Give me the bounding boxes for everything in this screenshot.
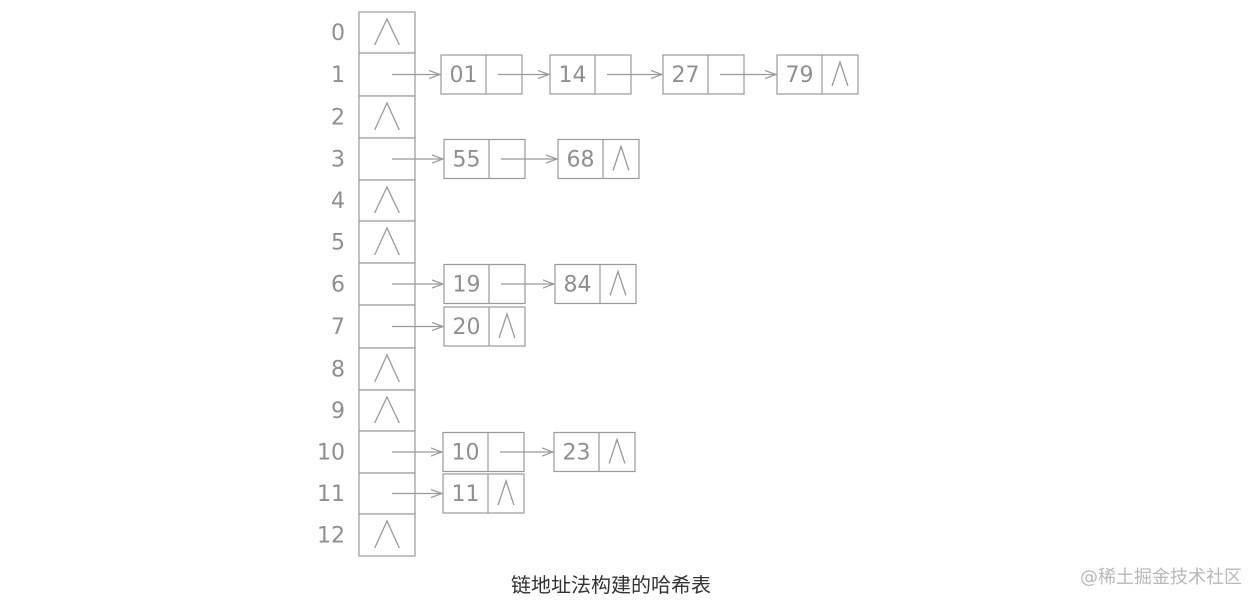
null-pointer-icon bbox=[374, 17, 400, 46]
node-value: 84 bbox=[564, 273, 592, 298]
bucket-index-label: 4 bbox=[331, 189, 345, 214]
null-pointer-icon bbox=[498, 311, 516, 339]
node-value: 01 bbox=[450, 63, 478, 88]
null-pointer-icon bbox=[612, 144, 630, 171]
node-value: 11 bbox=[452, 482, 480, 507]
null-pointer-icon bbox=[608, 437, 626, 464]
bucket-index-label: 2 bbox=[331, 106, 345, 131]
bucket-index-label: 11 bbox=[317, 482, 345, 507]
node-value: 68 bbox=[567, 148, 595, 173]
null-pointer-icon bbox=[831, 59, 849, 87]
node-value: 79 bbox=[786, 63, 814, 88]
node-value: 55 bbox=[453, 148, 481, 173]
node-value: 19 bbox=[453, 273, 481, 298]
bucket-index-label: 0 bbox=[331, 21, 345, 46]
null-pointer-icon bbox=[374, 395, 400, 424]
null-pointer-icon bbox=[374, 226, 400, 256]
node-value: 23 bbox=[563, 441, 591, 466]
bucket-index-label: 8 bbox=[331, 358, 345, 383]
null-pointer-icon bbox=[609, 269, 627, 296]
null-pointer-icon bbox=[374, 353, 400, 383]
null-pointer-icon bbox=[374, 519, 400, 549]
null-pointer-icon bbox=[374, 101, 400, 131]
bucket-index-label: 5 bbox=[331, 231, 345, 256]
bucket-index-label: 6 bbox=[331, 273, 345, 298]
bucket-index-label: 10 bbox=[317, 441, 345, 466]
bucket-index-label: 9 bbox=[331, 399, 345, 424]
null-pointer-icon bbox=[497, 478, 515, 506]
diagram-caption: 链地址法构建的哈希表 bbox=[511, 573, 711, 597]
node-value: 10 bbox=[452, 441, 480, 466]
bucket-index-label: 3 bbox=[331, 148, 345, 173]
bucket-index-label: 1 bbox=[331, 63, 345, 88]
bucket-index-label: 7 bbox=[331, 315, 345, 340]
watermark: @稀土掘金技术社区 bbox=[1080, 567, 1242, 588]
node-value: 14 bbox=[559, 63, 587, 88]
bucket-index-label: 12 bbox=[317, 524, 345, 549]
node-value: 20 bbox=[453, 315, 481, 340]
node-value: 27 bbox=[672, 63, 700, 88]
null-pointer-icon bbox=[374, 185, 400, 214]
